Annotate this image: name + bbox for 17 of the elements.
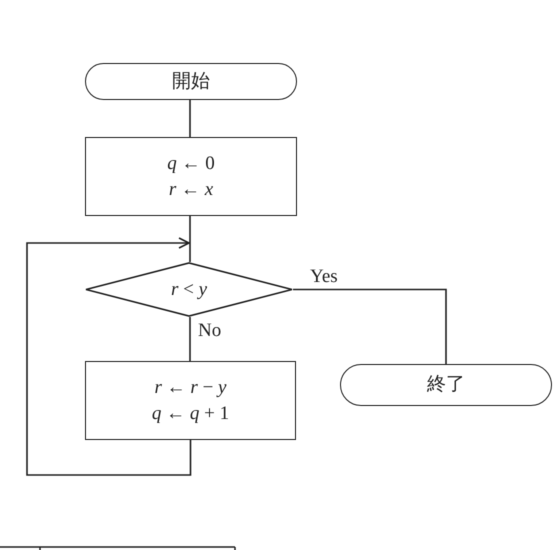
connector-line: [189, 216, 191, 262]
connector-line: [293, 288, 447, 364]
arrow: [26, 237, 192, 476]
assignment-text: q ← q + 1: [152, 402, 230, 426]
process-box: [85, 361, 296, 440]
connector-line: [189, 317, 191, 361]
assignment-text: r ← r − y: [154, 376, 226, 400]
terminal-box: [340, 364, 552, 406]
decision-diamond: [85, 262, 293, 317]
terminal-label: 開始: [172, 70, 210, 94]
assignment-text: r ← x: [168, 178, 214, 202]
condition-text: r < y: [170, 278, 208, 302]
terminal-box: [85, 63, 297, 100]
connector-line: [189, 100, 191, 137]
assignment-text: q ← 0: [167, 152, 215, 176]
terminal-label: 終了: [427, 373, 465, 397]
process-box: [85, 137, 297, 216]
